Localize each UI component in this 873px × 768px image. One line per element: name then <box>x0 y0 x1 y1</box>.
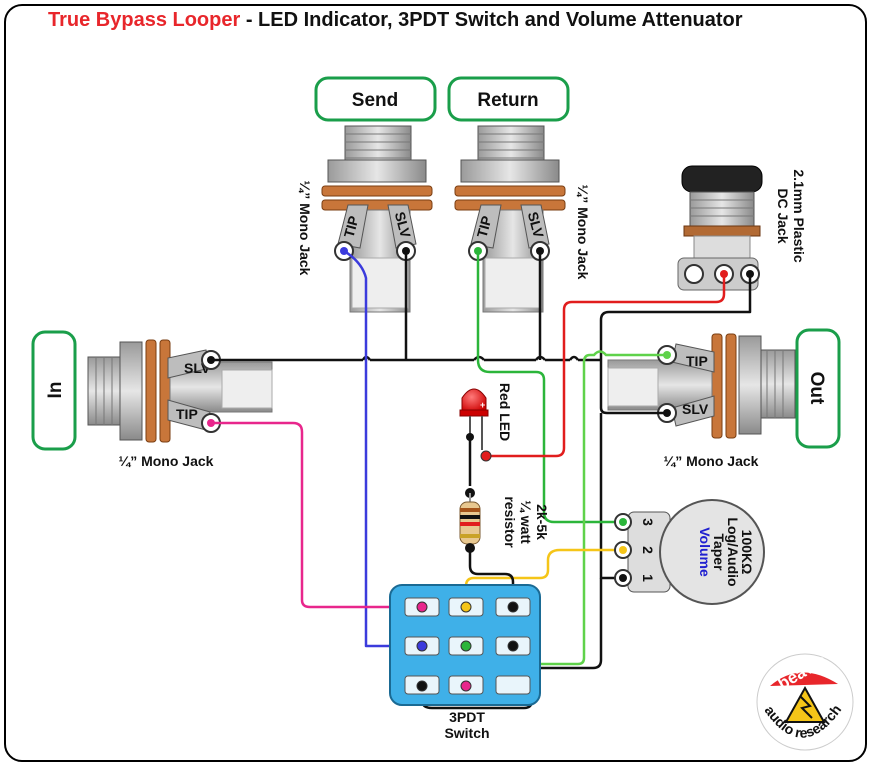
switch-label-line1: 3PDT <box>449 709 485 725</box>
pot-volume-label: Volume <box>697 527 713 577</box>
pot-taper-label-2: Taper <box>711 533 727 571</box>
out-box: Out <box>795 328 841 449</box>
pot-lug-3: 3 <box>640 518 656 526</box>
pot-value-label: 100KΩ <box>739 530 755 575</box>
return-jack: TIP SLV ¼” Mono Jack <box>454 125 591 313</box>
send-label: Send <box>352 90 398 111</box>
return-slv-label: SLV <box>525 210 547 240</box>
input-jack-label: ¼” Mono Jack <box>119 453 214 469</box>
input-tip-label: TIP <box>176 406 198 422</box>
out-label: Out <box>806 372 827 405</box>
beavis-logo: beavis audio research <box>756 651 854 751</box>
pot-lug-2: 2 <box>640 546 656 554</box>
led-label: Red LED <box>497 383 513 441</box>
send-tip-label: TIP <box>341 214 362 239</box>
dc-jack: 2.1mm Plastic DC Jack <box>677 165 807 291</box>
dc-jack-label-line1: 2.1mm Plastic <box>791 169 807 263</box>
send-slv-label: SLV <box>392 210 414 240</box>
red-led: + Red LED <box>459 383 513 462</box>
output-slv-label: SLV <box>682 401 709 417</box>
title-subtitle: - LED Indicator, 3PDT Switch and Volume … <box>240 9 743 31</box>
return-label: Return <box>477 90 538 111</box>
output-jack-label: ¼” Mono Jack <box>664 453 759 469</box>
resistor-watt-label: ¼ watt <box>518 500 534 544</box>
led-plus-label: + <box>480 400 485 410</box>
resistor: 2k-5k ¼ watt resistor <box>459 488 550 553</box>
return-jack-label: ¼” Mono Jack <box>575 185 591 280</box>
send-box: Send <box>314 76 437 122</box>
pot-lug-1: 1 <box>640 574 656 582</box>
in-label: In <box>45 382 66 399</box>
return-box: Return <box>447 76 570 122</box>
output-jack: TIP SLV ¼” Mono Jack <box>607 333 796 469</box>
dc-jack-label-line2: DC Jack <box>775 188 791 243</box>
resistor-value-label: 2k-5k <box>534 504 550 540</box>
title-main: True Bypass Looper <box>48 9 241 31</box>
in-box: In <box>31 330 77 451</box>
resistor-type-label: resistor <box>502 496 518 548</box>
pot-taper-label: Log/Audio <box>725 517 741 586</box>
send-jack-label: ¼” Mono Jack <box>297 181 313 276</box>
return-tip-label: TIP <box>474 214 495 239</box>
3pdt-switch: 3PDT Switch <box>389 584 541 741</box>
switch-label-line2: Switch <box>444 725 489 741</box>
input-jack: SLV TIP ¼” Mono Jack <box>87 339 273 469</box>
diagram-title: True Bypass Looper - LED Indicator, 3PDT… <box>48 9 743 32</box>
output-tip-label: TIP <box>686 353 708 369</box>
send-jack: TIP SLV ¼” Mono Jack <box>297 125 433 313</box>
volume-pot: 3 2 1 100KΩ Log/Audio Taper Volume <box>614 499 765 605</box>
